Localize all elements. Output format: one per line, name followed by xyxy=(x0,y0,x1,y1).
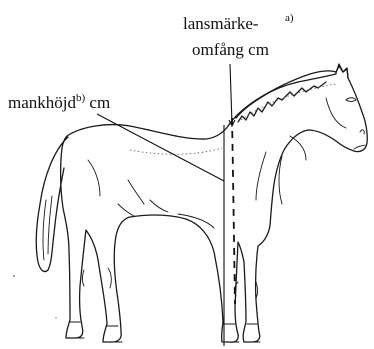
girth-measurement-dashes xyxy=(232,118,235,304)
ground-speck xyxy=(13,275,15,277)
horse-hooves xyxy=(66,338,260,342)
horse-mane xyxy=(236,74,336,122)
girth-label-superscript: a) xyxy=(285,12,294,24)
horse-tail xyxy=(36,137,68,272)
height-label: mankhöjdb) cm xyxy=(8,92,110,112)
height-label-unit: cm xyxy=(85,93,110,112)
girth-label-line1: lansmärke- xyxy=(183,14,259,33)
girth-leader-line xyxy=(230,64,232,124)
horse-leg-joints xyxy=(70,268,258,326)
ground-speck xyxy=(55,317,56,318)
horse-belly-line xyxy=(178,214,214,228)
horse-flank-lines xyxy=(88,160,168,216)
horse-ear xyxy=(336,64,348,78)
horse-shoulder-lines xyxy=(256,136,306,204)
tail-strands xyxy=(43,196,52,260)
height-label-text: mankhöjd xyxy=(8,93,76,112)
girth-label-line2: omfång cm xyxy=(192,40,269,59)
horse-back-line xyxy=(130,148,222,154)
horse-cheek xyxy=(326,98,346,128)
horse-eye xyxy=(346,98,356,102)
horse-nostril xyxy=(360,130,364,134)
height-label-superscript: b) xyxy=(76,92,86,104)
horse-mouth xyxy=(354,145,365,149)
